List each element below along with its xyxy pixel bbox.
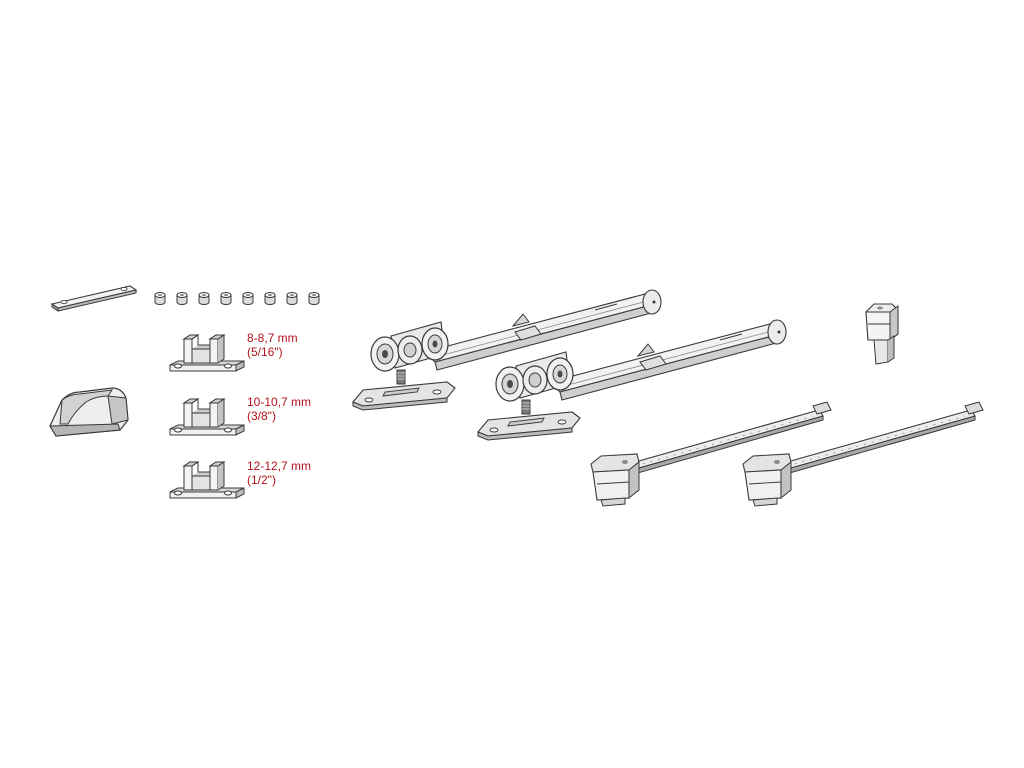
screw-2	[176, 292, 188, 305]
screw-8	[308, 292, 320, 305]
guide-size-mm: 12-12,7 mm	[247, 459, 312, 473]
track-stopper	[865, 303, 899, 365]
door-stop	[49, 387, 129, 437]
mounting-bracket-2	[742, 401, 984, 507]
floor-guide-small	[169, 334, 245, 372]
guide-size-mm: 8-8,7 mm	[247, 331, 298, 345]
screw-3	[198, 292, 210, 305]
guide-size-label-2: 10-10,7 mm (3/8")	[247, 395, 311, 423]
screw-1	[154, 292, 166, 305]
guide-size-label-1: 8-8,7 mm (5/16")	[247, 331, 298, 359]
floor-guide-large	[169, 461, 245, 499]
screw-7	[286, 292, 298, 305]
guide-size-inch: (1/2")	[247, 473, 276, 487]
guide-size-inch: (3/8")	[247, 409, 276, 423]
screws-row	[154, 292, 320, 305]
floor-guide-medium	[169, 398, 245, 436]
flat-plate	[50, 285, 138, 312]
guide-size-mm: 10-10,7 mm	[247, 395, 312, 409]
mounting-bracket-1	[590, 401, 832, 507]
guide-size-inch: (5/16")	[247, 345, 283, 359]
guide-size-label-3: 12-12,7 mm (1/2")	[247, 459, 311, 487]
screw-6	[264, 292, 276, 305]
screw-5	[242, 292, 254, 305]
screw-4	[220, 292, 232, 305]
